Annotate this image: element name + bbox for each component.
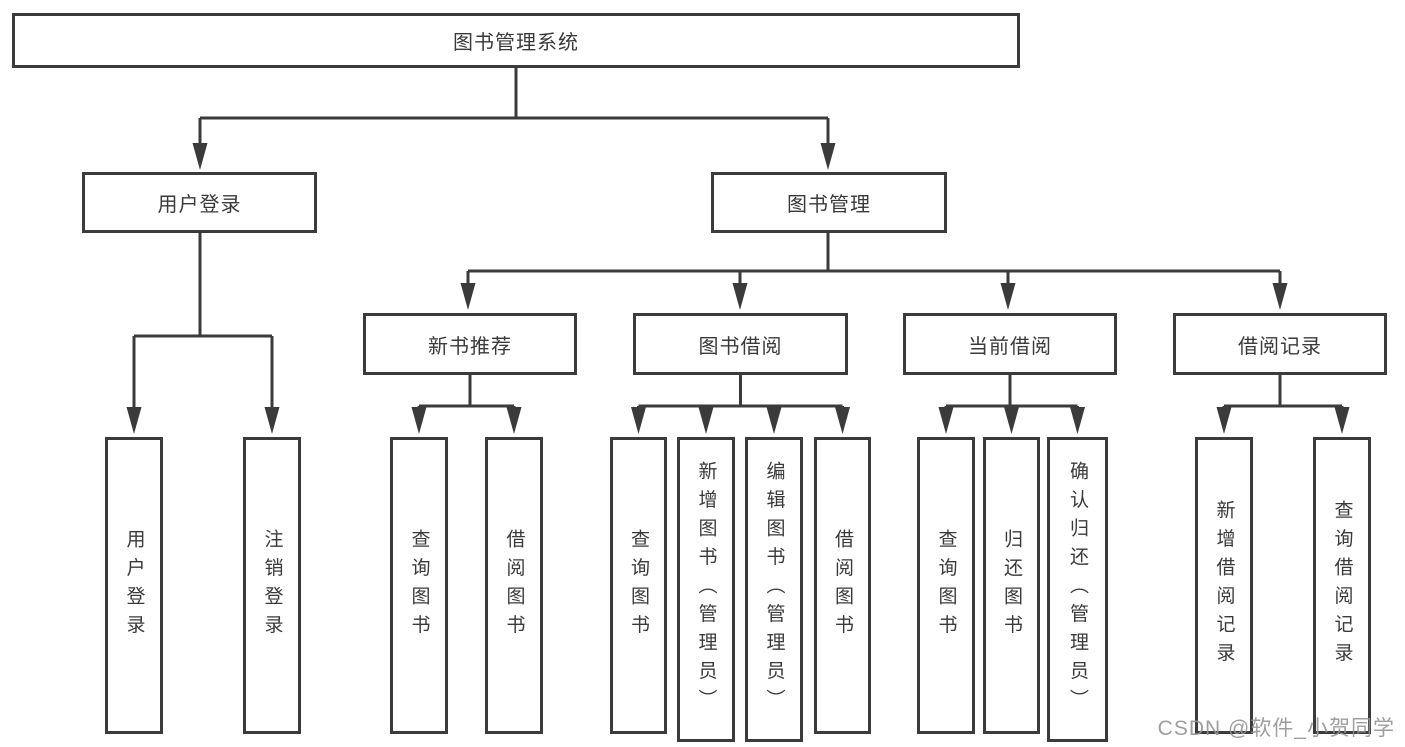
leaf-user-login: 用户登录 <box>105 437 163 734</box>
leaf-records-query: 查询借阅记录 <box>1313 437 1371 734</box>
leaf-borrowing-query: 查询图书 <box>610 437 667 734</box>
node-book-management: 图书管理 <box>711 172 947 233</box>
leaf-borrowing-borrow: 借阅图书 <box>814 437 871 734</box>
node-new-book-recommend: 新书推荐 <box>363 313 577 375</box>
node-current-borrowing: 当前借阅 <box>903 313 1117 375</box>
node-book-borrowing: 图书借阅 <box>633 313 848 375</box>
leaf-newbooks-query: 查询图书 <box>390 437 448 734</box>
connector-arrowheads <box>126 143 1350 434</box>
connector-paths <box>132 68 1344 410</box>
node-root: 图书管理系统 <box>12 13 1020 68</box>
leaf-current-return: 归还图书 <box>983 437 1040 734</box>
leaf-records-add: 新增借阅记录 <box>1195 437 1253 734</box>
node-user-login: 用户登录 <box>82 172 317 233</box>
node-borrowing-records: 借阅记录 <box>1173 313 1387 375</box>
leaf-borrowing-add-admin: 新增图书（管理员） <box>677 437 735 742</box>
leaf-logout: 注销登录 <box>243 437 301 734</box>
leaf-newbooks-borrow: 借阅图书 <box>485 437 543 734</box>
leaf-current-confirm-admin: 确认归还（管理员） <box>1047 437 1108 742</box>
leaf-borrowing-edit-admin: 编辑图书（管理员） <box>745 437 803 742</box>
csdn-watermark: CSDN @软件_小贺同学 <box>1157 717 1395 740</box>
leaf-current-query: 查询图书 <box>917 437 975 734</box>
